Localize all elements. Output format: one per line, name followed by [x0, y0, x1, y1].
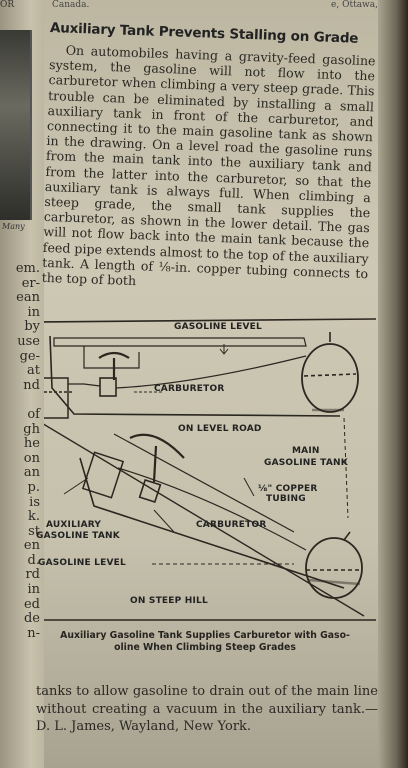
left-page-header: OR [0, 0, 15, 10]
tank-diagram: GASOLINE LEVEL CARBURETOR ON LEVEL ROAD … [36, 318, 378, 628]
left-text-fragment [0, 393, 44, 408]
page-edge-right [378, 0, 408, 768]
steering-wheel-bottom [129, 433, 185, 483]
left-text-fragment: p. [27, 479, 40, 495]
left-text-fragment: an [23, 465, 40, 481]
car-body-bottom [113, 433, 295, 533]
label-copper-2: TUBING [266, 494, 306, 504]
car-body-top [53, 337, 307, 347]
left-text-fragment: use [17, 333, 40, 349]
label-auxiliary-1: AUXILIARY [46, 520, 102, 530]
left-text-fragment: ean [16, 290, 40, 306]
feed-pipe-top [115, 355, 307, 389]
page-header: Canada. e, Ottawa, [52, 0, 378, 12]
auxiliary-tank-top [44, 377, 69, 419]
left-text-fragment: rd [25, 567, 40, 583]
left-page-caption: Many [2, 222, 25, 231]
left-page-photo [0, 30, 32, 220]
left-text-fragment: d. [27, 552, 40, 568]
header-right: e, Ottawa, [331, 0, 378, 10]
left-text-fragment: em. [15, 261, 40, 276]
label-on-level-road: ON LEVEL ROAD [178, 424, 262, 434]
label-on-steep-hill: ON STEEP HILL [130, 596, 208, 606]
left-text-fragment: by [24, 319, 40, 335]
label-gasoline-level-bottom: GASOLINE LEVEL [38, 558, 126, 568]
left-text-fragment: en [23, 538, 40, 554]
left-text-fragment: is [29, 494, 40, 510]
steering-wheel-top [98, 351, 130, 380]
left-text-fragment: he [23, 436, 40, 452]
magazine-page: Canada. e, Ottawa, Auxiliary Tank Preven… [36, 0, 378, 768]
left-text-fragment: in [27, 304, 40, 320]
main-tank-bottom [305, 537, 363, 599]
figure-caption: Auxiliary Gasoline Tank Supplies Carbure… [32, 630, 378, 654]
left-text-fragment: ed [23, 596, 40, 612]
left-text-fragment: at [27, 363, 40, 379]
carburetor-bottom [138, 478, 162, 504]
left-text-fragment: nd [23, 377, 40, 393]
left-text-fragment: gh [23, 421, 40, 437]
label-gasoline-level-top: GASOLINE LEVEL [174, 322, 262, 332]
left-text-fragment: ge- [19, 348, 40, 364]
diagram-drawing [44, 318, 377, 621]
auxiliary-tank-bottom [81, 451, 125, 499]
label-main-tank-1: MAIN [292, 446, 320, 456]
car-frame-bottom [79, 457, 345, 589]
header-center: Canada. [52, 0, 90, 10]
left-text-fragment: in [27, 582, 40, 598]
carburetor-top [99, 377, 117, 397]
main-tank-top [301, 343, 359, 413]
left-text-fragment: of [27, 406, 40, 422]
article-body: On automobiles having a gravity-feed gas… [41, 42, 376, 289]
left-text-fragment: n- [27, 625, 40, 641]
label-main-tank-2: GASOLINE TANK [264, 458, 348, 468]
left-text-fragment: st [28, 523, 40, 539]
figure-top-rule [44, 318, 377, 323]
label-copper-1: ⅛" COPPER [258, 484, 318, 494]
caption-line-1: Auxiliary Gasoline Tank Supplies Carbure… [60, 630, 350, 641]
label-carburetor-top: CARBURETOR [154, 384, 225, 394]
label-auxiliary-2: GASOLINE TANK [36, 531, 120, 541]
left-text-fragment: on [23, 450, 40, 466]
article-closing: tanks to allow gasoline to drain out of … [36, 684, 378, 734]
label-carburetor-bottom: CARBURETOR [196, 520, 267, 530]
feed-pipe-bottom [117, 467, 307, 551]
left-text-fragment: er- [21, 275, 40, 291]
left-text-fragment: k. [27, 509, 40, 525]
left-text-fragment: de [23, 611, 40, 627]
caption-line-2: oline When Climbing Steep Grades [114, 642, 296, 653]
car-frame-top [49, 335, 341, 417]
